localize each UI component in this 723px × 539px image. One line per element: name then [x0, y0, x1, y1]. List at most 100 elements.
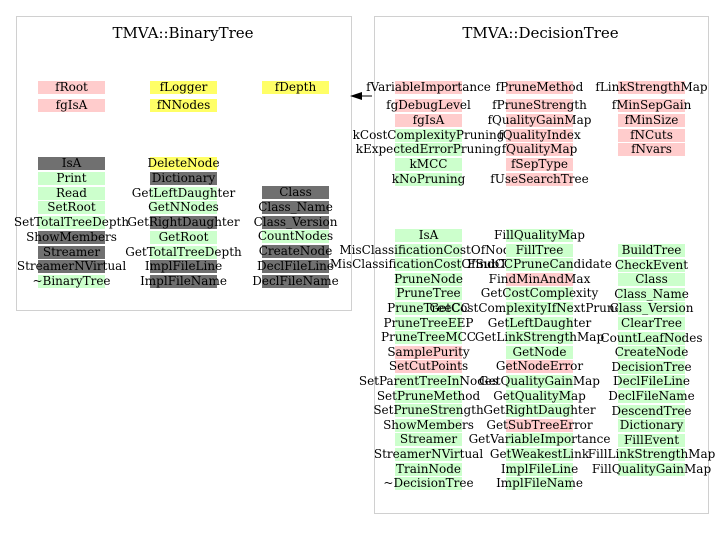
dt-method-c2-getlinkstrengthmap: GetLinkStrengthMap — [475, 331, 604, 345]
dt-member-c2-fprunestrength: fPruneStrength — [492, 99, 587, 112]
cell-label: CountNodes — [257, 229, 334, 244]
cell-label: kExpectedErrorPruning — [355, 142, 502, 157]
dt-method-c1-prunenode: PruneNode — [394, 272, 463, 286]
cell-label: FindCCPruneCandidate — [467, 257, 612, 272]
bt-method-c1-read: Read — [38, 185, 105, 200]
cell-label: SetPruneMethod — [376, 388, 481, 403]
dt-method-c3-buildtree: BuildTree — [618, 244, 685, 257]
dt-method-c1-prunetree: PruneTree — [395, 286, 462, 301]
dt-method-c3-checkevent: CheckEvent — [614, 257, 689, 272]
bt-method-c2-getnnodes: GetNNodes — [148, 201, 219, 215]
dt-method-c2-getrightdaughter: GetRightDaughter — [483, 404, 596, 418]
cell-label: ImplFileName — [140, 274, 227, 288]
bt-method-c2-implfilename: ImplFileName — [140, 275, 227, 288]
dt-method-c3-class: Class — [618, 272, 685, 287]
cell-label: DeleteNode — [147, 156, 220, 170]
cell-label: StreamerNVirtual — [373, 447, 484, 461]
dt-method-c1-streamernvirtual: StreamerNVirtual — [374, 448, 483, 461]
dt-method-c2-getvariableimportance: GetVariableImportance — [469, 433, 610, 447]
dt-method-c2-getcostcomplexity: GetCostComplexity — [481, 287, 598, 301]
cell-label: fNvars — [631, 142, 672, 157]
cell-label: GetWeakestLink — [489, 447, 590, 461]
dt-member-c1-fgdebuglevel: fgDebugLevel — [386, 99, 471, 112]
dt-method-c1-setparenttreeinnodes: SetParentTreeInNodes — [359, 375, 498, 388]
cell-label: fPruneMethod — [495, 80, 584, 94]
cell-label: fQualityGainMap — [487, 112, 592, 127]
dt-method-c1--decisiontree: ~DecisionTree — [383, 477, 474, 491]
bt-member-fdepth: fDepth — [262, 81, 329, 94]
bt-method-c2-implfileline: ImplFileLine — [145, 260, 222, 274]
cell-label: ImplFileName — [496, 476, 583, 491]
cell-label: CreateNode — [614, 345, 689, 360]
dt-method-c2-getcostcomplexityifnextprunestep: GetCostComplexityIfNextPruneStep — [429, 302, 650, 315]
cell-label: kMCC — [409, 157, 448, 172]
cell-label: GetNode — [512, 344, 567, 359]
cell-label: BuildTree — [621, 243, 682, 257]
bt-method-c1--binarytree: ~BinaryTree — [32, 275, 111, 288]
dt-method-c2-filltree: FillTree — [506, 243, 573, 257]
dt-member-c3-fncuts: fNCuts — [618, 128, 685, 142]
dt-member-c2-fqualityindex: fQualityIndex — [498, 128, 581, 142]
bt-method-c1-print: Print — [38, 171, 105, 185]
cell-label: SetCutPoints — [388, 359, 469, 374]
bt-method-c3-declfilename: DeclFileName — [252, 274, 339, 288]
cell-label: PruneTree — [396, 286, 461, 301]
bt-method-c1-streamer: Streamer — [38, 244, 105, 259]
cell-label: StreamerNVirtual — [16, 259, 127, 274]
dt-member-c1-knopruning: kNoPruning — [392, 173, 465, 186]
cell-label: PruneTreeMCC — [381, 330, 476, 345]
dt-member-c1-kmcc: kMCC — [395, 157, 462, 172]
dt-method-c3-descendtree: DescendTree — [611, 404, 692, 418]
cell-label: GetQualityMap — [493, 388, 586, 403]
cell-label: GetRoot — [158, 229, 209, 244]
cell-label: DescendTree — [611, 403, 692, 418]
bt-method-c1-isa: IsA — [38, 157, 105, 170]
cell-label: fNNodes — [156, 98, 211, 112]
dt-method-c2-getsubtreeerror: GetSubTreeError — [486, 418, 593, 432]
cell-label: FillQualityMap — [494, 228, 585, 242]
bt-method-c3-declfileline: DeclFileLine — [257, 259, 334, 273]
cell-label: fgIsA — [412, 112, 445, 127]
bt-method-c2-getrightdaughter: GetRightDaughter — [127, 216, 240, 229]
cell-label: GetNodeError — [495, 359, 584, 374]
cell-label: fLinkStrengthMap — [595, 80, 708, 94]
cell-label: CreateNode — [258, 244, 333, 258]
dt-member-c3-flinkstrengthmap: fLinkStrengthMap — [595, 81, 708, 94]
cell-label: Dictionary — [151, 170, 216, 185]
dt-method-c1-misclassificationcostofnode: MisClassificationCostOfNode — [339, 243, 518, 257]
bt-method-c2-deletenode: DeleteNode — [147, 156, 220, 170]
cell-label: ShowMembers — [383, 417, 474, 432]
dt-method-c1-setcutpoints: SetCutPoints — [389, 360, 468, 374]
bt-member-fnnodes: fNNodes — [150, 99, 217, 112]
cell-label: fPruneStrength — [492, 98, 587, 112]
cell-label: GetSubTreeError — [486, 417, 593, 432]
cell-label: DeclFileName — [608, 389, 695, 403]
bt-method-c3-class-name: Class_Name — [258, 200, 333, 214]
cell-label: Streamer — [42, 244, 101, 259]
cell-label: fMinSepGain — [611, 98, 692, 112]
cell-label: FindMinAndMax — [488, 271, 591, 286]
cell-label: PruneTreeEEP — [383, 315, 474, 330]
dt-member-c3-fminsepgain: fMinSepGain — [612, 99, 691, 112]
cell-label: ShowMembers — [26, 229, 117, 244]
dt-method-c3-countleafnodes: CountLeafNodes — [600, 331, 703, 345]
cell-label: GetRightDaughter — [127, 215, 240, 229]
cell-label: Read — [56, 185, 87, 200]
cell-label: GetTotalTreeDepth — [125, 244, 242, 259]
cell-label: Class_Name — [258, 199, 333, 214]
dt-method-c3-declfilename: DeclFileName — [608, 390, 695, 403]
cell-label: FillLinkStrengthMap — [587, 447, 716, 462]
dt-member-c2-fqualitymap: fQualityMap — [502, 143, 577, 157]
cell-label: Class — [635, 272, 668, 287]
dt-member-c1-fvariableimportance: fVariableImportance — [366, 81, 491, 94]
cell-label: GetLeftDaughter — [131, 185, 236, 200]
dt-method-c2-getleftdaughter: GetLeftDaughter — [488, 316, 591, 330]
cell-label: CheckEvent — [614, 257, 689, 272]
cell-label: Class_Version — [253, 214, 338, 229]
dt-member-c2-fprunemethod: fPruneMethod — [496, 81, 583, 94]
dt-method-c3-class-version: Class_Version — [610, 302, 693, 316]
cell-label: ClearTree — [621, 316, 682, 330]
cell-label: fUseSearchTree — [490, 172, 589, 186]
dt-method-c3-fillqualitygainmap: FillQualityGainMap — [592, 463, 711, 476]
dt-method-c1-trainnode: TrainNode — [395, 462, 462, 476]
